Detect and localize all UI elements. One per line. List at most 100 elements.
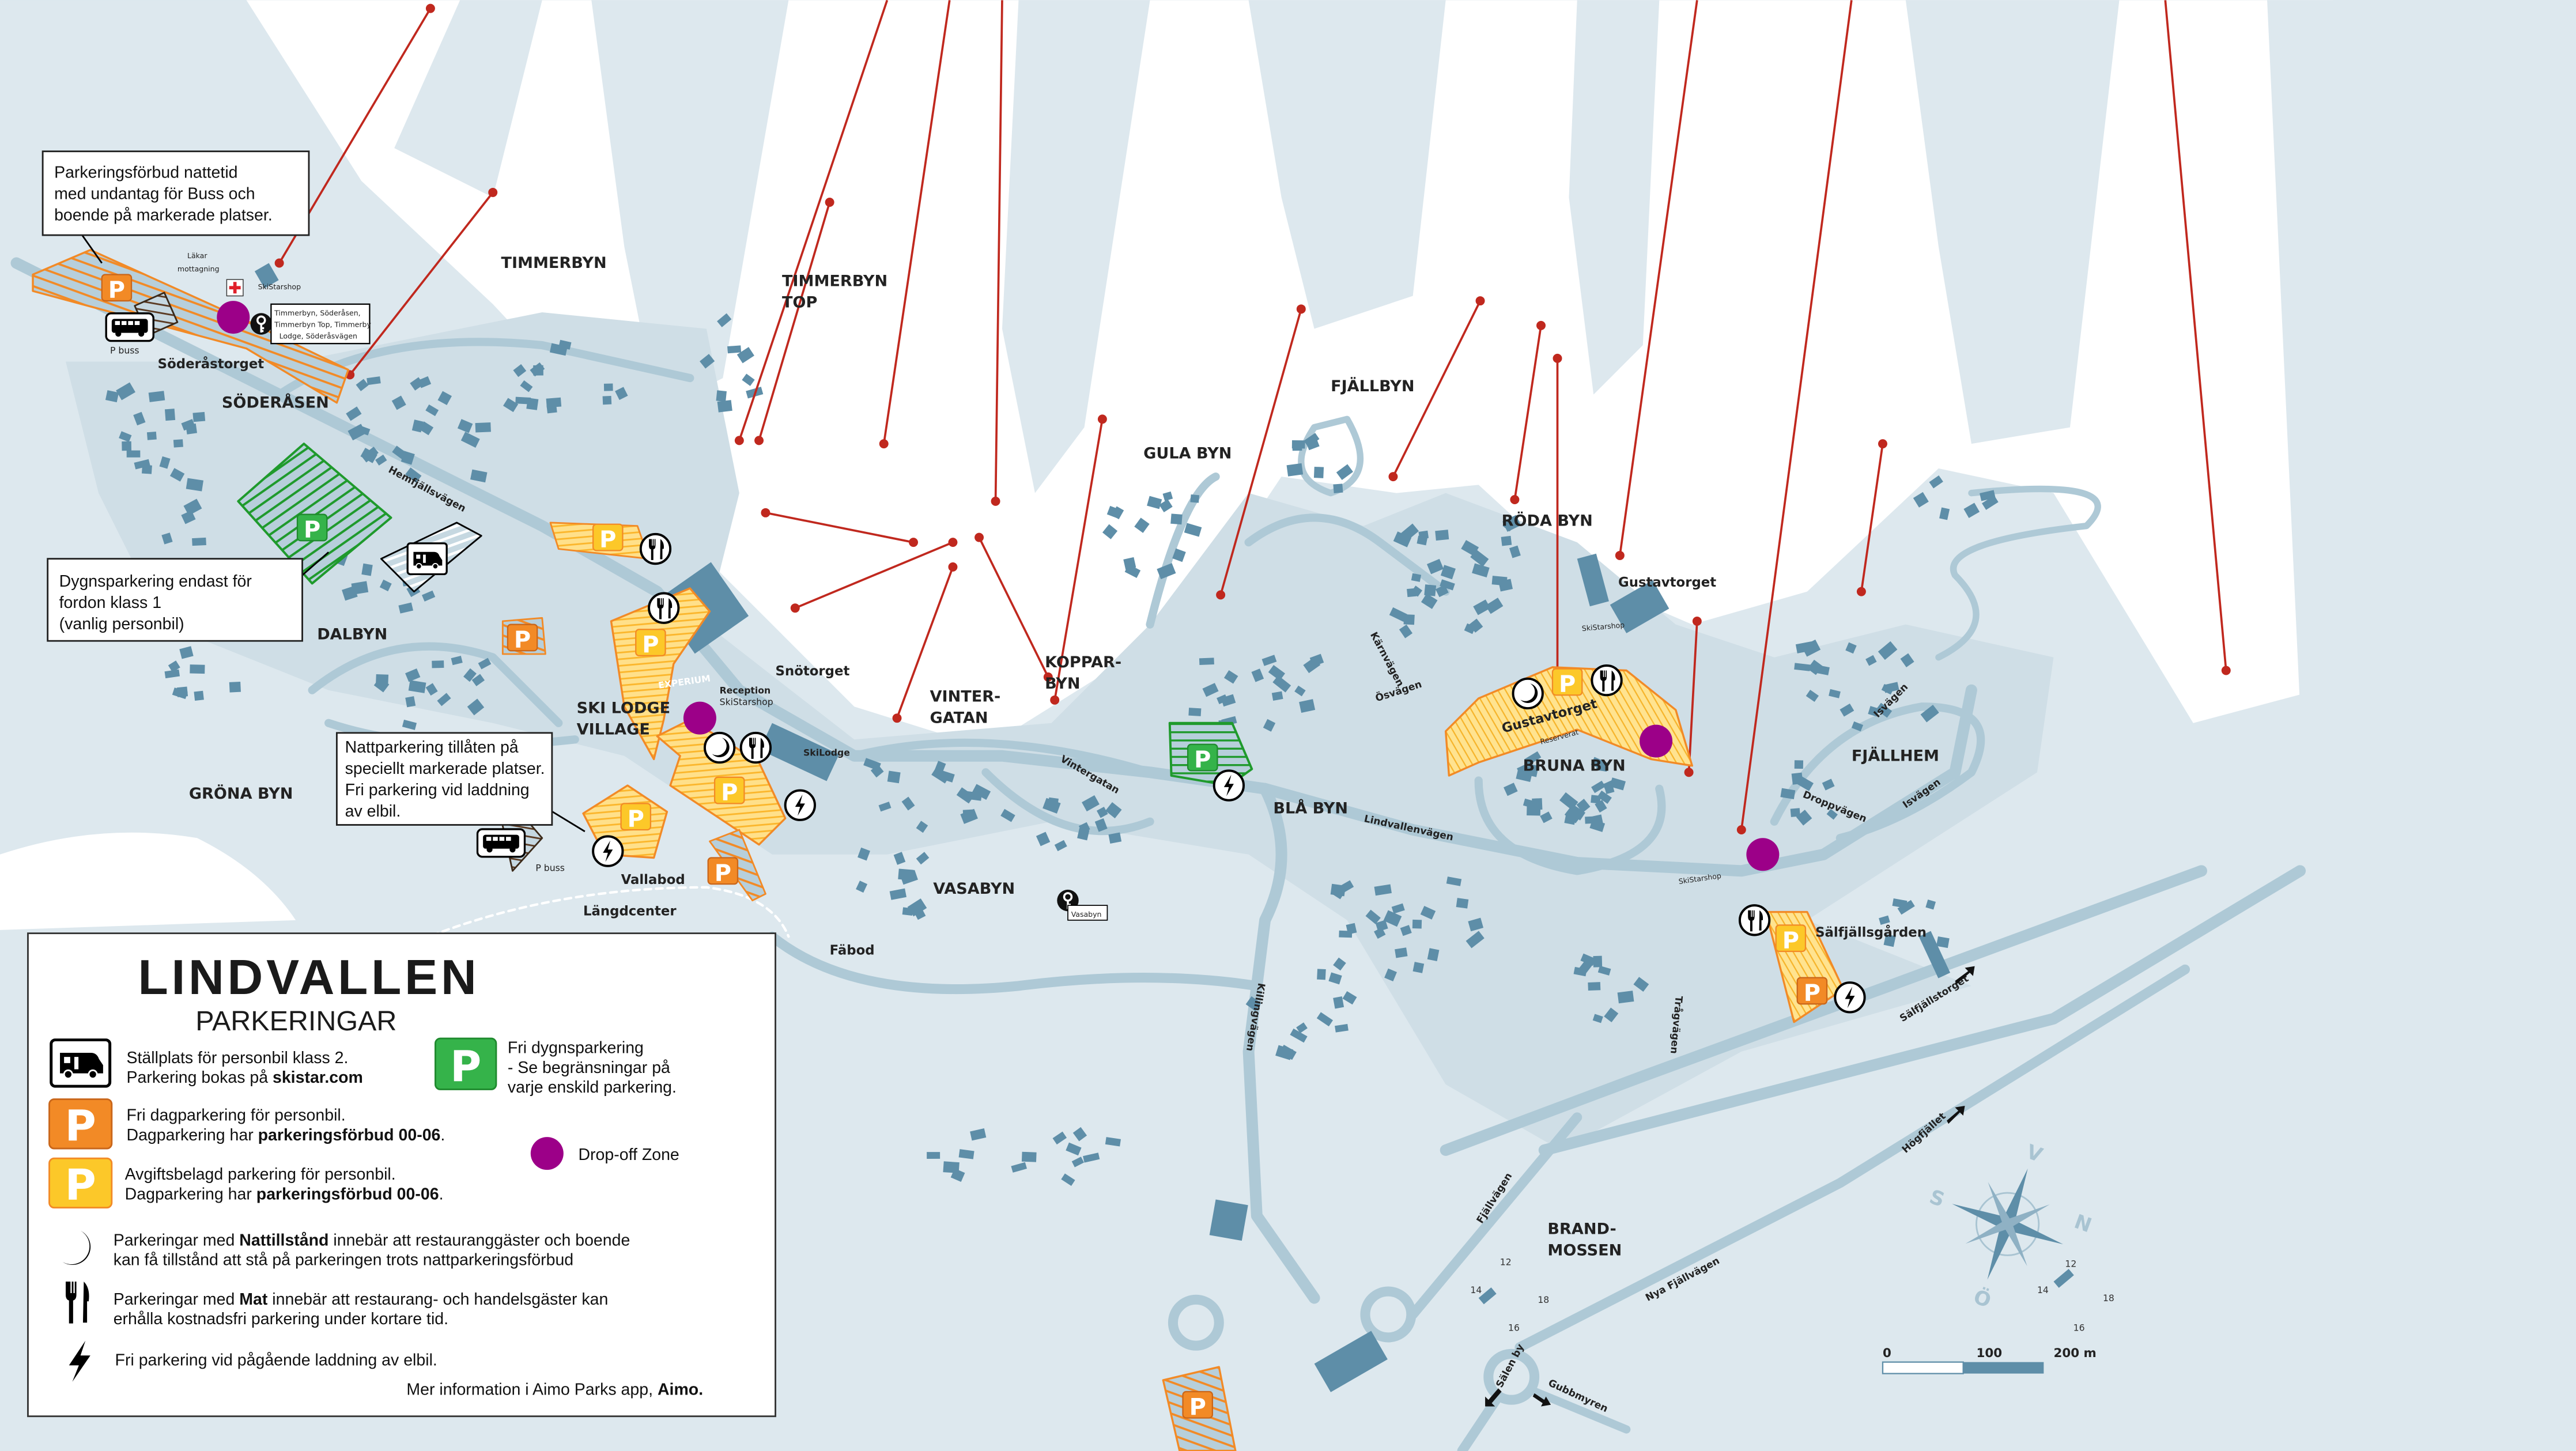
road-fjallbyn-loop [1298, 415, 1364, 497]
place-label-skistarshop-soderasen: SkiStarshop [258, 282, 301, 291]
food-icon[interactable] [739, 731, 772, 764]
building [1342, 991, 1357, 1005]
building [460, 432, 480, 448]
orange-parking-badge[interactable]: P [1182, 1390, 1214, 1420]
badge-background [1775, 924, 1807, 953]
yellow-parking-badge[interactable]: P [620, 803, 652, 832]
building [1424, 584, 1437, 596]
area-label-vasabyn: VASABYN [933, 880, 1015, 898]
badge-letter: P [450, 1042, 481, 1091]
lift-station [1043, 672, 1053, 682]
building [1807, 659, 1823, 675]
building [1106, 505, 1121, 519]
place-label-skistarshop-gustavtorget: SkiStarshop [1581, 621, 1625, 633]
building [122, 441, 132, 451]
lift-station [1216, 590, 1226, 600]
lift-station [991, 496, 1000, 506]
building [1399, 624, 1413, 638]
roundabout-mid [1360, 1286, 1417, 1343]
direction-arrow-salfjallstorget [1955, 966, 1975, 984]
badge-letter: P [715, 860, 731, 886]
building [1105, 1137, 1121, 1147]
building [1440, 579, 1455, 591]
orange-parking-badge[interactable]: P [101, 274, 133, 303]
place-label-snotorget: Snötorget [776, 664, 850, 679]
green-parking-badge[interactable]: P [1187, 743, 1218, 773]
badge-background [1551, 668, 1583, 696]
building [1592, 814, 1604, 827]
charging-bolt-icon[interactable] [784, 789, 816, 821]
building [1524, 751, 1542, 766]
lift-station [1296, 304, 1306, 314]
building [172, 687, 188, 700]
callout-text: med undantag för Buss och [54, 184, 255, 203]
building [1251, 668, 1264, 682]
large-building [760, 723, 840, 781]
bus-icon[interactable] [105, 312, 154, 342]
building [1845, 642, 1857, 654]
yellow-parking-badge[interactable]: P [1551, 668, 1583, 698]
callout-day-parking: Dygnsparkering endast för fordon klass 1… [47, 551, 330, 642]
building [1202, 683, 1219, 697]
building [1328, 972, 1342, 985]
key-box-frame [270, 303, 371, 345]
legend-text-part: Parkeringar med [114, 1231, 240, 1249]
yellow-parking-badge[interactable]: P [713, 776, 745, 806]
charging-bolt-icon[interactable] [1213, 769, 1245, 802]
building [1188, 708, 1202, 716]
building [1102, 524, 1118, 539]
charging-bolt-icon[interactable] [592, 835, 624, 867]
drop-off-zone-marker[interactable] [217, 301, 250, 334]
yellow-parking-badge[interactable]: P [592, 523, 624, 553]
green-parking-badge[interactable]: P [296, 513, 328, 543]
area-labels: TIMMERBYN TIMMERBYN TOP SÖDERÅSEN DALBYN… [189, 254, 1939, 1259]
orange-parking-badge[interactable]: P [1796, 977, 1828, 1007]
badge-letter: P [65, 1160, 96, 1210]
building [1147, 496, 1162, 509]
house-number: 14 [2037, 1284, 2049, 1295]
camper-icon[interactable] [406, 542, 448, 576]
charging-bolt-icon[interactable] [1834, 981, 1866, 1014]
building [870, 764, 884, 778]
building [229, 681, 241, 693]
drop-off-zone-marker[interactable] [1746, 838, 1780, 871]
building [960, 808, 978, 824]
building [1061, 1173, 1075, 1186]
drop-off-zone-marker[interactable] [1640, 724, 1673, 758]
building [1375, 920, 1388, 932]
building [972, 784, 991, 800]
drop-off-zone-marker[interactable] [683, 701, 716, 735]
food-icon[interactable] [639, 532, 672, 565]
orange-parking-badge[interactable]: P [707, 857, 739, 886]
area-label-fjallhem: FJÄLLHEM [1852, 746, 1939, 765]
yellow-parking-badge[interactable]: P [635, 629, 666, 658]
key-icon[interactable] [250, 312, 273, 335]
lift-line [2164, 0, 2227, 671]
lift-station [761, 508, 770, 517]
building [1980, 490, 1996, 501]
building [1796, 810, 1812, 826]
building [379, 579, 392, 592]
building [133, 411, 146, 426]
legend-bolt-icon [69, 1340, 90, 1382]
food-icon[interactable] [1591, 664, 1623, 697]
building [936, 769, 955, 783]
food-icon[interactable] [1738, 904, 1771, 936]
lift-station [2221, 666, 2231, 675]
building [513, 364, 527, 377]
building [375, 454, 387, 466]
parking-zone-green-gronabyn[interactable] [237, 443, 392, 585]
building [1304, 433, 1320, 447]
yellow-parking-badge[interactable]: P [1775, 924, 1807, 954]
building [1374, 884, 1392, 896]
orange-parking-badge[interactable]: P [507, 624, 538, 653]
badge-background [1796, 977, 1828, 1005]
food-icon[interactable] [648, 592, 680, 624]
moon-icon[interactable] [703, 731, 736, 764]
badge-letter: P [1804, 980, 1820, 1007]
moon-icon[interactable] [1512, 677, 1544, 710]
building [1365, 909, 1381, 924]
lift-station [879, 439, 889, 449]
bus-icon[interactable] [476, 828, 526, 858]
large-building [1918, 931, 1951, 978]
